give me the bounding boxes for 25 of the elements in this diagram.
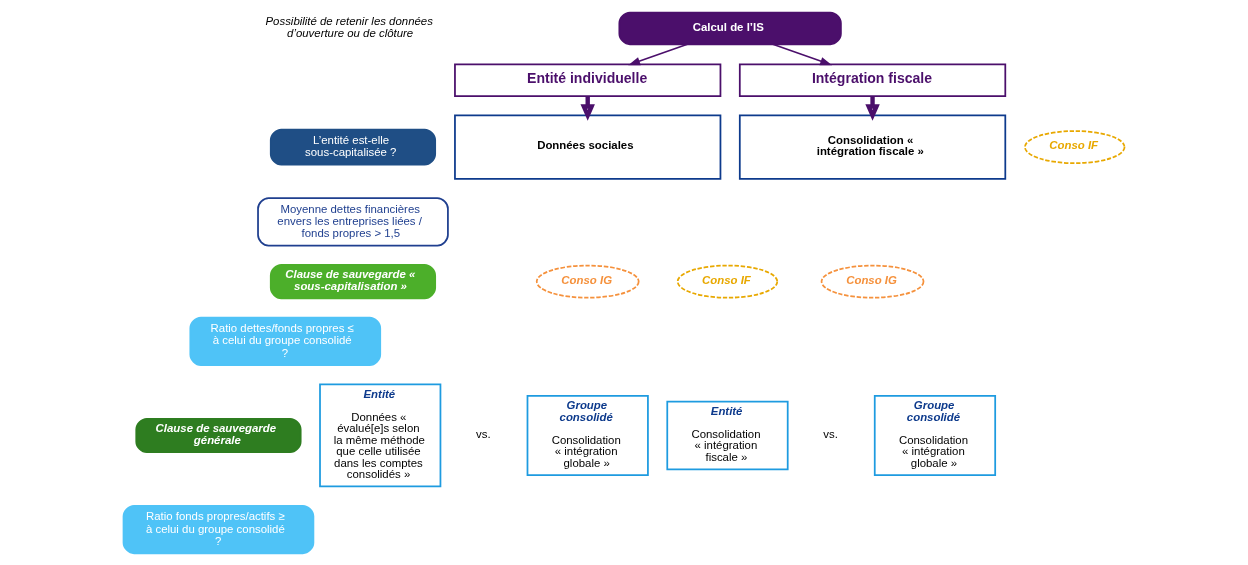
label: Possibilité de retenir les données d’ouverture ou de clôture [265, 15, 433, 39]
node-box: Intégration fiscale [738, 63, 1007, 97]
label: vs. [823, 428, 838, 441]
node-box: Clause de sauvegarde générale [135, 417, 302, 454]
arrow [772, 43, 833, 66]
node-box: Clause de sauvegarde « sous-capitalisation » [269, 264, 437, 300]
node-box: Entité individuelle [454, 63, 722, 97]
node-box: Ratio dettes/fonds propres ≤ à celui du groupe consolidé ? [189, 316, 382, 366]
node-box: Données sociales [454, 114, 722, 180]
node-ellipse: Conso IG [820, 264, 925, 299]
node-box: Calcul de l’IS [618, 11, 842, 46]
node-ellipse: Conso IF [1024, 130, 1126, 165]
node-box: Groupe consolidé Consolidation « intégration globale » [526, 395, 649, 476]
node-ellipse: Conso IF [676, 264, 779, 299]
node-ellipse: Conso IG [535, 264, 640, 299]
node-box: Entité Consolidation « intégration fiscale » [666, 400, 789, 471]
node-box: Consolidation « intégration fiscale » [738, 114, 1007, 180]
label: vs. [476, 428, 491, 441]
arrow [865, 96, 880, 121]
node-box: L’entité est-elle sous-capitalisée ? [269, 128, 437, 166]
node-box: Entité Données « évalué[e]s selon la même méthode que celle utilisée dans les comptes consolidés » [319, 383, 442, 488]
node-box: Groupe consolidé Consolidation « intégration globale » [873, 395, 997, 476]
arrow [628, 43, 689, 66]
node-box: Ratio fonds propres/actifs ≥ à celui du groupe consolidé ? [122, 504, 315, 555]
node-box: Moyenne dettes financières envers les entreprises liées / fonds propres > 1,5 [257, 197, 449, 247]
